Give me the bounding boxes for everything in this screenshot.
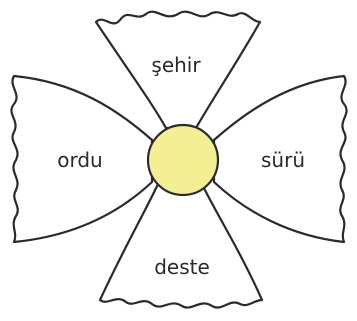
word-right: sürü xyxy=(261,148,305,172)
word-left: ordu xyxy=(57,148,102,172)
word-bottom: deste xyxy=(154,255,210,279)
word-top: şehir xyxy=(151,53,201,77)
flower-center xyxy=(148,125,218,195)
